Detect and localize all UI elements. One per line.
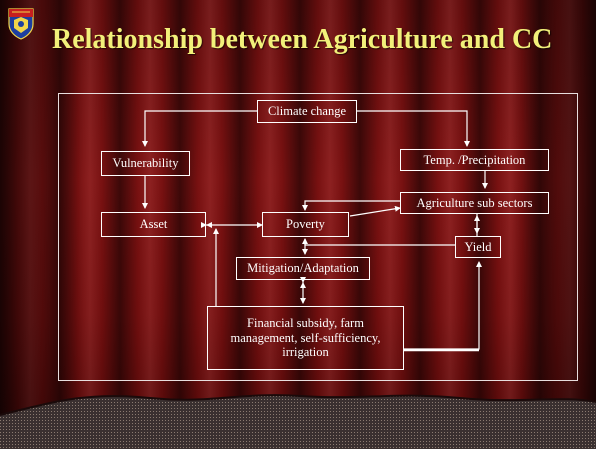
university-crest-icon bbox=[8, 8, 34, 40]
edge-cc-vulnerability bbox=[142, 110, 257, 147]
edge-poverty-agri bbox=[349, 205, 401, 217]
node-temp-precipitation: Temp. /Precipitation bbox=[400, 149, 549, 171]
node-mitigation-adaptation: Mitigation/Adaptation bbox=[236, 257, 370, 280]
edge-cc-temp bbox=[357, 110, 470, 147]
node-financial-subsidy: Financial subsidy, farm management, self… bbox=[207, 306, 404, 370]
diagram-frame bbox=[58, 93, 578, 381]
node-climate-change: Climate change bbox=[257, 100, 357, 123]
node-poverty: Poverty bbox=[262, 212, 349, 237]
title-bar: Relationship between Agriculture and CC bbox=[0, 6, 596, 68]
edge-financial-yield bbox=[404, 261, 482, 350]
node-yield: Yield bbox=[455, 236, 501, 258]
edge-agri-poverty bbox=[302, 200, 400, 211]
node-agriculture-sub-sectors: Agriculture sub sectors bbox=[400, 192, 549, 214]
node-vulnerability: Vulnerability bbox=[101, 151, 190, 176]
edge-yield-poverty bbox=[302, 238, 455, 246]
slide-title: Relationship between Agriculture and CC bbox=[52, 24, 553, 55]
node-asset: Asset bbox=[101, 212, 206, 237]
